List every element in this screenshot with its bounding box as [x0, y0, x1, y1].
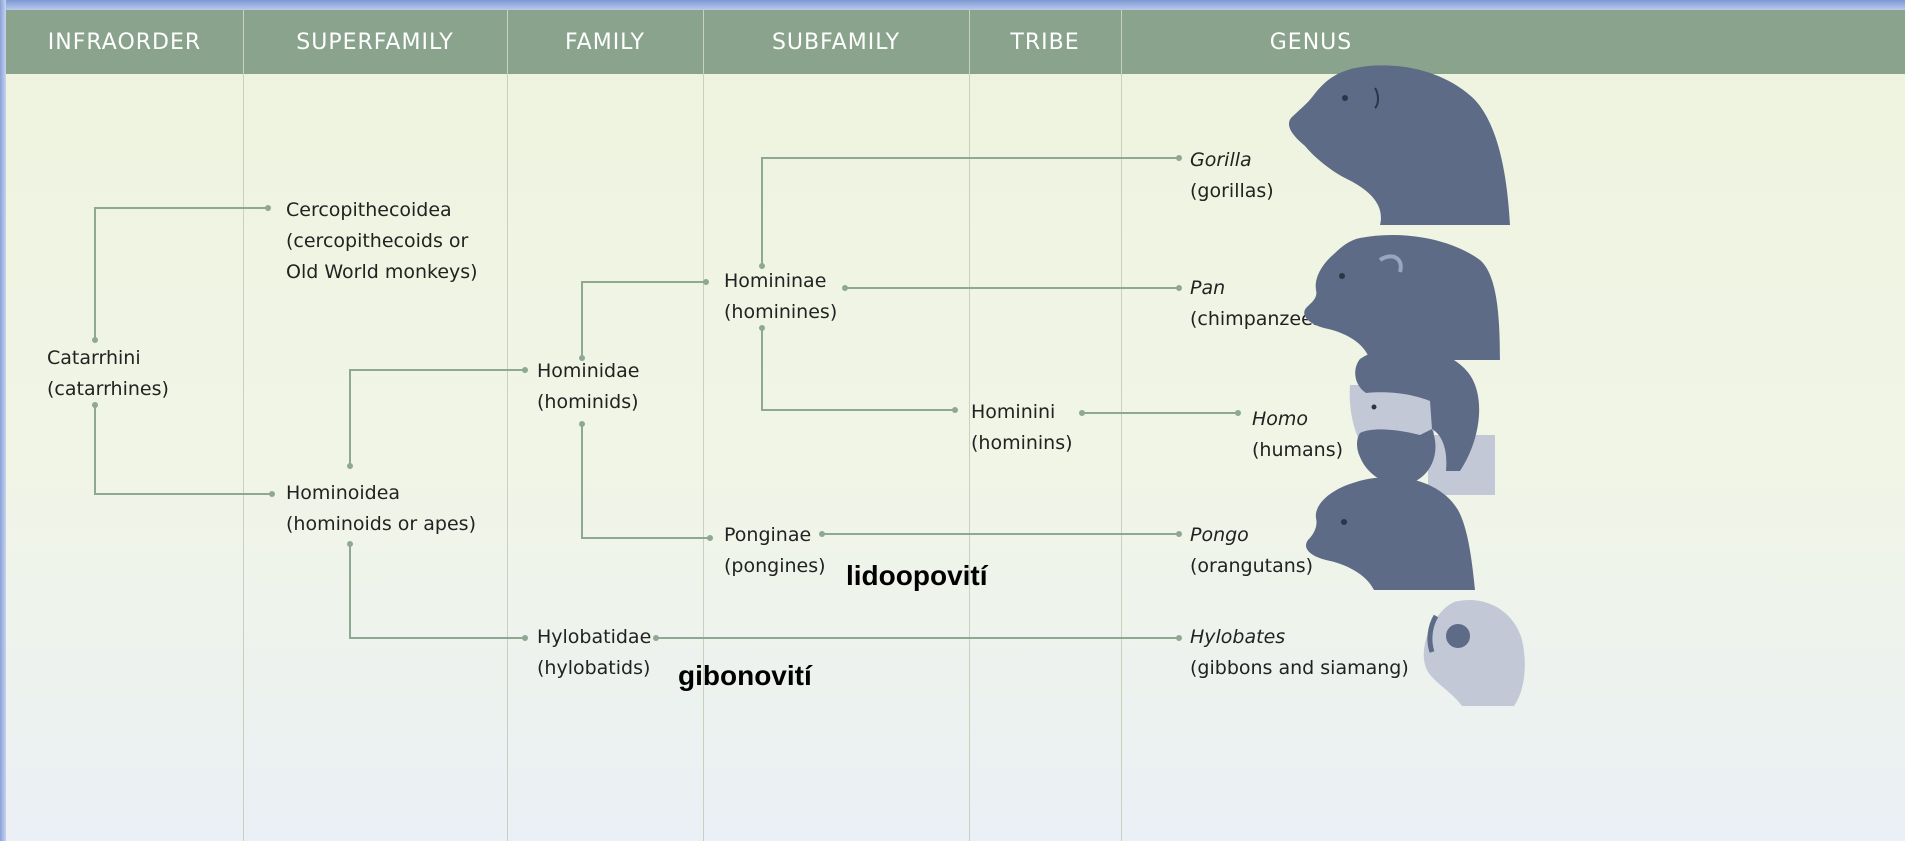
connector-dot	[842, 285, 848, 291]
annotation-pongines-local-name: lidoopovití	[846, 560, 988, 591]
node-common-name: (hominines)	[724, 301, 838, 323]
connector-dot	[92, 402, 98, 408]
edge-catarrhini-hominoidea	[94, 405, 272, 495]
node-hylobatidae: Hylobatidae (hylobatids)	[537, 622, 651, 684]
node-common-name: Old World monkeys)	[286, 261, 478, 283]
header-tribe: TRIBE	[1010, 29, 1080, 55]
connector-dot	[1235, 410, 1241, 416]
node-name: Homininae	[724, 270, 827, 292]
header-infraorder: INFRAORDER	[47, 29, 202, 55]
node-common-name: (chimpanzees)	[1190, 308, 1331, 330]
connector-dot	[1176, 531, 1182, 537]
node-name: Ponginae	[724, 524, 812, 546]
node-pongo: Pongo (orangutans)	[1190, 520, 1313, 582]
node-gorilla: Gorilla (gorillas)	[1190, 145, 1274, 207]
connector-dot	[819, 531, 825, 537]
connector-dot	[92, 337, 98, 343]
node-name: Cercopithecoidea	[286, 199, 452, 221]
node-common-name: (hylobatids)	[537, 657, 651, 679]
header-subfamily: SUBFAMILY	[771, 29, 901, 55]
connector-dot	[759, 325, 765, 331]
node-hylobates: Hylobates (gibbons and siamang)	[1190, 622, 1409, 684]
node-name: Hylobatidae	[537, 626, 652, 648]
column-divider	[243, 10, 244, 841]
connector-dot	[347, 541, 353, 547]
connector-dot	[1176, 155, 1182, 161]
node-common-name: (hominoids or apes)	[286, 513, 476, 535]
node-cercopithecoidea: Cercopithecoidea (cercopithecoids or Old…	[286, 195, 478, 288]
node-hominini: Hominini (hominins)	[971, 397, 1073, 459]
connector-dot	[269, 491, 275, 497]
edge-homininae-hominini	[761, 328, 955, 411]
connector-dot	[952, 407, 958, 413]
header-superfamily: SUPERFAMILY	[296, 29, 454, 55]
node-name: Hominini	[971, 401, 1056, 423]
node-common-name: (orangutans)	[1190, 555, 1314, 577]
human-head-icon	[1349, 347, 1495, 495]
connector-dot	[703, 279, 709, 285]
left-frame-border	[0, 0, 6, 841]
annotation-hylobatids-local-name: gibonovití	[678, 660, 812, 691]
connector-dot	[1079, 410, 1085, 416]
node-name: Pan	[1190, 277, 1226, 299]
connector-dot	[759, 263, 765, 269]
node-pan: Pan (chimpanzees)	[1190, 273, 1330, 335]
edge-homininae-gorilla	[761, 157, 1179, 266]
node-hominoidea: Hominoidea (hominoids or apes)	[286, 478, 476, 540]
edge-hominoidea-hylobatidae	[349, 544, 525, 639]
node-homo: Homo (humans)	[1252, 404, 1343, 466]
node-common-name: (hominids)	[537, 391, 639, 413]
node-common-name: (catarrhines)	[47, 378, 169, 400]
connector-dot	[522, 367, 528, 373]
edge-catarrhini-cercopithecoidea	[94, 207, 268, 340]
column-divider	[1121, 10, 1122, 841]
node-hominidae: Hominidae (hominids)	[537, 356, 639, 418]
header-bar	[6, 10, 1905, 74]
edge-hominidae-homininae	[581, 281, 706, 358]
header-family: FAMILY	[565, 29, 645, 55]
node-common-name: (gorillas)	[1190, 180, 1274, 202]
node-catarrhini: Catarrhini (catarrhines)	[47, 343, 169, 405]
node-ponginae: Ponginae (pongines)	[724, 520, 826, 582]
connector-dot	[1176, 635, 1182, 641]
gibbon-head-icon	[1423, 599, 1525, 706]
node-name: Hominidae	[537, 360, 640, 382]
node-name: Catarrhini	[47, 347, 141, 369]
node-name: Hominoidea	[286, 482, 401, 504]
node-name: Hylobates	[1190, 626, 1286, 648]
top-frame-border	[0, 0, 1905, 10]
node-name: Homo	[1252, 408, 1309, 430]
connector-dot	[707, 535, 713, 541]
edge-hominidae-ponginae	[581, 424, 710, 539]
gorilla-head-icon	[1288, 65, 1510, 225]
column-divider	[969, 10, 970, 841]
edge-hominoidea-hominidae	[349, 369, 525, 466]
node-common-name: (hominins)	[971, 432, 1073, 454]
column-divider	[703, 10, 704, 841]
node-common-name: (humans)	[1252, 439, 1344, 461]
chimpanzee-head-icon	[1304, 234, 1500, 360]
connector-dot	[1176, 285, 1182, 291]
connector-dot	[265, 205, 271, 211]
node-common-name: (pongines)	[724, 555, 826, 577]
node-common-name: (gibbons and siamang)	[1190, 657, 1409, 679]
connector-dot	[579, 355, 585, 361]
node-name: Pongo	[1190, 524, 1249, 546]
connector-dot	[579, 421, 585, 427]
orangutan-head-icon	[1306, 477, 1475, 590]
node-homininae: Homininae (hominines)	[724, 266, 837, 328]
column-divider	[507, 10, 508, 841]
connector-dot	[522, 635, 528, 641]
node-common-name: (cercopithecoids or	[286, 230, 469, 252]
header-genus: GENUS	[1269, 29, 1353, 55]
connector-dot	[347, 463, 353, 469]
node-name: Gorilla	[1190, 149, 1252, 171]
connector-dot	[653, 635, 659, 641]
